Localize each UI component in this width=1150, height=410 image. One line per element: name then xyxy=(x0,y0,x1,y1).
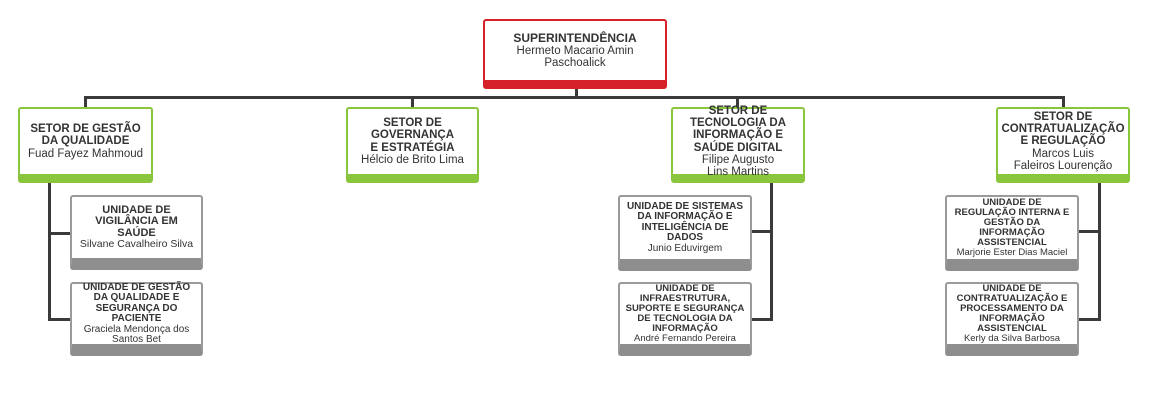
unidade-title: UNIDADE DE INFRAESTRUTURA, SUPORTE E SEG… xyxy=(625,283,745,334)
setor-title: SETOR DE GESTÃO DA QUALIDADE xyxy=(30,123,141,148)
connector-setor-4 xyxy=(1062,96,1065,108)
unidade-name: Kerly da Silva Barbosa xyxy=(963,332,1061,344)
unidade-name: Silvane Cavalheiro Silva xyxy=(79,238,194,251)
unidade-name: André Fernando Pereira xyxy=(634,332,736,344)
connector-setor-1 xyxy=(84,96,87,108)
box-superintendencia: SUPERINTENDÊNCIA Hermeto Macario Amin Pa… xyxy=(483,19,667,89)
unidade-title: UNIDADE DE CONTRATUALIZAÇÃO E PROCESSAME… xyxy=(956,283,1068,334)
setor-name: Marcos Luis Faleiros Lourenção xyxy=(1013,147,1113,172)
connector-qualidade-unit-1 xyxy=(48,232,71,235)
connector-contratualizacao-unit-1 xyxy=(1078,230,1101,233)
setor-name: Hélcio de Brito Lima xyxy=(361,153,464,166)
unidade-title: UNIDADE DE VIGILÂNCIA EM SAÚDE xyxy=(95,203,178,239)
setor-title: SETOR DE GOVERNANÇA E ESTRATÉGIA xyxy=(370,117,455,154)
box-setor-contratualizacao: SETOR DE CONTRATUALIZAÇÃO E REGULAÇÃO Ma… xyxy=(996,107,1130,183)
box-unidade-vigilancia: UNIDADE DE VIGILÂNCIA EM SAÚDE Silvane C… xyxy=(70,195,203,270)
connector-setor-2 xyxy=(411,96,414,108)
connector-tecnologia-unit-2 xyxy=(751,318,773,321)
setor-name: Filipe Augusto Lins Martins xyxy=(701,153,775,178)
connector-horizontal-bus xyxy=(84,96,1065,99)
setor-title: SETOR DE CONTRATUALIZAÇÃO E REGULAÇÃO xyxy=(1001,111,1125,148)
unidade-name: Junio Eduvirgem xyxy=(647,242,723,254)
connector-top-vertical xyxy=(575,88,578,98)
connector-qualidade-vertical xyxy=(48,183,51,320)
connector-tecnologia-unit-1 xyxy=(751,230,773,233)
unidade-title: UNIDADE DE SISTEMAS DA INFORMAÇÃO E INTE… xyxy=(626,200,744,244)
box-unidade-contratualizacao: UNIDADE DE CONTRATUALIZAÇÃO E PROCESSAME… xyxy=(945,282,1079,356)
box-setor-governanca: SETOR DE GOVERNANÇA E ESTRATÉGIA Hélcio … xyxy=(346,107,479,183)
box-unidade-regulacao: UNIDADE DE REGULAÇÃO INTERNA E GESTÃO DA… xyxy=(945,195,1079,271)
unidade-title: UNIDADE DE GESTÃO DA QUALIDADE E SEGURAN… xyxy=(82,281,191,324)
box-setor-qualidade: SETOR DE GESTÃO DA QUALIDADE Fuad Fayez … xyxy=(18,107,153,183)
connector-setor-3 xyxy=(736,96,739,108)
connector-qualidade-unit-2 xyxy=(48,318,71,321)
box-unidade-gestao-qualidade: UNIDADE DE GESTÃO DA QUALIDADE E SEGURAN… xyxy=(70,282,203,356)
box-unidade-sistemas: UNIDADE DE SISTEMAS DA INFORMAÇÃO E INTE… xyxy=(618,195,752,271)
unidade-name: Marjorie Ester Dias Maciel xyxy=(956,246,1068,258)
connector-contratualizacao-vertical xyxy=(1098,165,1101,321)
superintendencia-name: Hermeto Macario Amin Paschoalick xyxy=(516,44,634,69)
box-unidade-infraestrutura: UNIDADE DE INFRAESTRUTURA, SUPORTE E SEG… xyxy=(618,282,752,356)
connector-contratualizacao-unit-2 xyxy=(1078,318,1101,321)
setor-name: Fuad Fayez Mahmoud xyxy=(27,147,144,160)
superintendencia-title: SUPERINTENDÊNCIA xyxy=(513,31,637,46)
unidade-title: UNIDADE DE REGULAÇÃO INTERNA E GESTÃO DA… xyxy=(954,197,1070,248)
unidade-name: Graciela Mendonça dos Santos Bet xyxy=(83,323,190,345)
box-setor-tecnologia: SETOR DE TECNOLOGIA DA INFORMAÇÃO E SAÚD… xyxy=(671,105,805,183)
setor-title: SETOR DE TECNOLOGIA DA INFORMAÇÃO E SAÚD… xyxy=(689,105,787,154)
connector-tecnologia-vertical xyxy=(770,183,773,321)
